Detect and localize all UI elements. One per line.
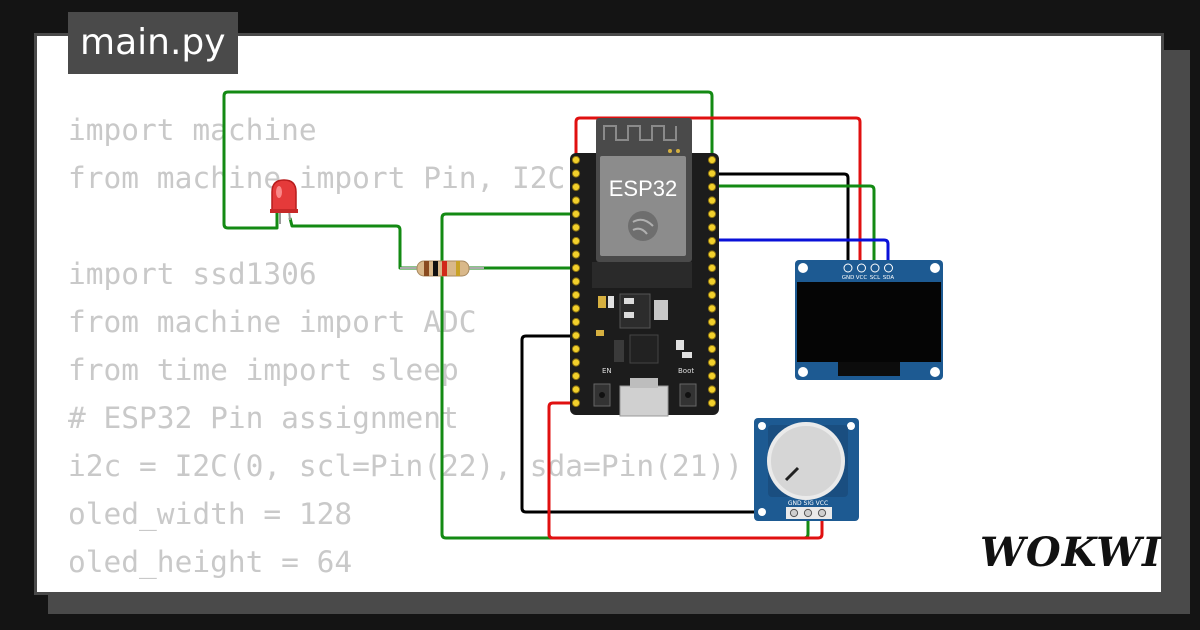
pot-pin[interactable] [803,508,813,518]
wire-red-vcc[interactable] [574,116,862,268]
code-line: oled_width = 128 [68,497,353,531]
wire-green-led[interactable] [222,90,714,230]
boot-label: Boot [678,367,694,375]
wire-black-gnd[interactable] [712,172,850,268]
esp32-pin[interactable] [571,344,581,354]
esp32-pin[interactable] [707,182,717,192]
code-line: oled_height = 64 [68,545,353,579]
esp32-pin[interactable] [707,398,717,408]
oled-pin[interactable] [884,263,893,273]
esp32-pin[interactable] [707,385,717,394]
esp32-pin[interactable] [707,250,717,259]
esp32-pin[interactable] [707,236,717,246]
esp32-pin[interactable] [707,290,717,300]
esp32-pin[interactable] [571,209,581,219]
code-line: from time import sleep [68,353,459,387]
esp32-pin[interactable] [707,331,717,340]
esp32-pin[interactable] [571,223,581,232]
esp32-label: ESP32 [609,176,678,201]
pot-pin[interactable] [817,508,827,518]
esp32-pin[interactable] [707,317,717,327]
oled-pin[interactable] [870,263,880,273]
esp32-pin[interactable] [571,358,581,367]
code-line: from machine import ADC [68,305,477,339]
oled-pin-label: SDA [883,275,895,281]
code-line: i2c = I2C(0, scl=Pin(22), sda=Pin(21)) [68,449,743,483]
esp32-pin[interactable] [571,371,581,381]
esp32-pin[interactable] [571,263,581,273]
wire-green-scl[interactable] [712,184,876,268]
esp32-pin[interactable] [571,304,581,313]
esp32-pin[interactable] [707,263,717,273]
esp32-pins-left [571,155,581,408]
esp32-pin[interactable] [571,331,581,340]
esp32-pin[interactable] [571,169,581,178]
esp32-pin[interactable] [707,358,717,367]
oled-screen [797,282,941,362]
esp32-pin[interactable] [571,196,581,205]
oled-pin-label: VCC [856,275,868,281]
code-line: # ESP32 Pin assignment [68,401,459,435]
esp32-pin[interactable] [571,317,581,327]
esp32-pin[interactable] [707,277,717,286]
esp32-pin[interactable] [571,236,581,246]
file-tab[interactable]: main.py [68,12,238,74]
esp32-pin[interactable] [571,277,581,286]
en-label: EN [602,367,612,375]
esp32-pin[interactable] [707,196,717,205]
oled-pin-label: SCL [870,275,881,281]
pot-pin-labels: GND SIG VCC [788,500,828,507]
esp32-pin[interactable] [707,344,717,354]
code-line: import ssd1306 [68,257,317,291]
wokwi-logo[interactable]: WOKWI [980,529,1162,576]
code-line: import machine [68,113,317,147]
led[interactable] [270,179,298,224]
oled-pin[interactable] [857,263,866,273]
esp32-pins-right [707,155,717,408]
esp32-pin[interactable] [571,182,581,192]
wire-blue-sda[interactable] [710,228,890,268]
pot-pin[interactable] [789,508,799,518]
wire-black-pot-gnd[interactable] [520,334,794,514]
esp32-pin[interactable] [571,385,581,394]
oled-pin[interactable] [843,263,853,273]
esp32-board[interactable]: ESP32 EN Boot [570,118,719,417]
esp32-pin[interactable] [571,290,581,300]
esp32-pin[interactable] [707,371,717,381]
potentiometer[interactable]: GND SIG VCC [754,418,859,521]
pot-knob[interactable] [767,422,845,500]
wire-red-pot-vcc[interactable] [547,401,824,540]
espressif-logo-icon [628,211,658,241]
esp32-pin[interactable] [707,155,717,165]
esp32-pin[interactable] [707,223,717,232]
wires [222,90,890,540]
esp32-pin[interactable] [707,304,717,313]
resistor[interactable] [400,260,484,277]
oled-pin-label: GND [842,275,855,281]
esp32-pin[interactable] [571,250,581,259]
usb-port[interactable] [619,385,669,417]
esp32-pin[interactable] [707,209,717,219]
wire-green-resistor[interactable] [288,217,420,270]
esp32-pin[interactable] [707,169,717,178]
esp32-pin[interactable] [571,398,581,408]
esp32-pin[interactable] [571,155,581,165]
code-line: from machine import Pin, I2C [68,161,566,195]
code-editor: import machine from machine import Pin, … [68,106,1063,592]
